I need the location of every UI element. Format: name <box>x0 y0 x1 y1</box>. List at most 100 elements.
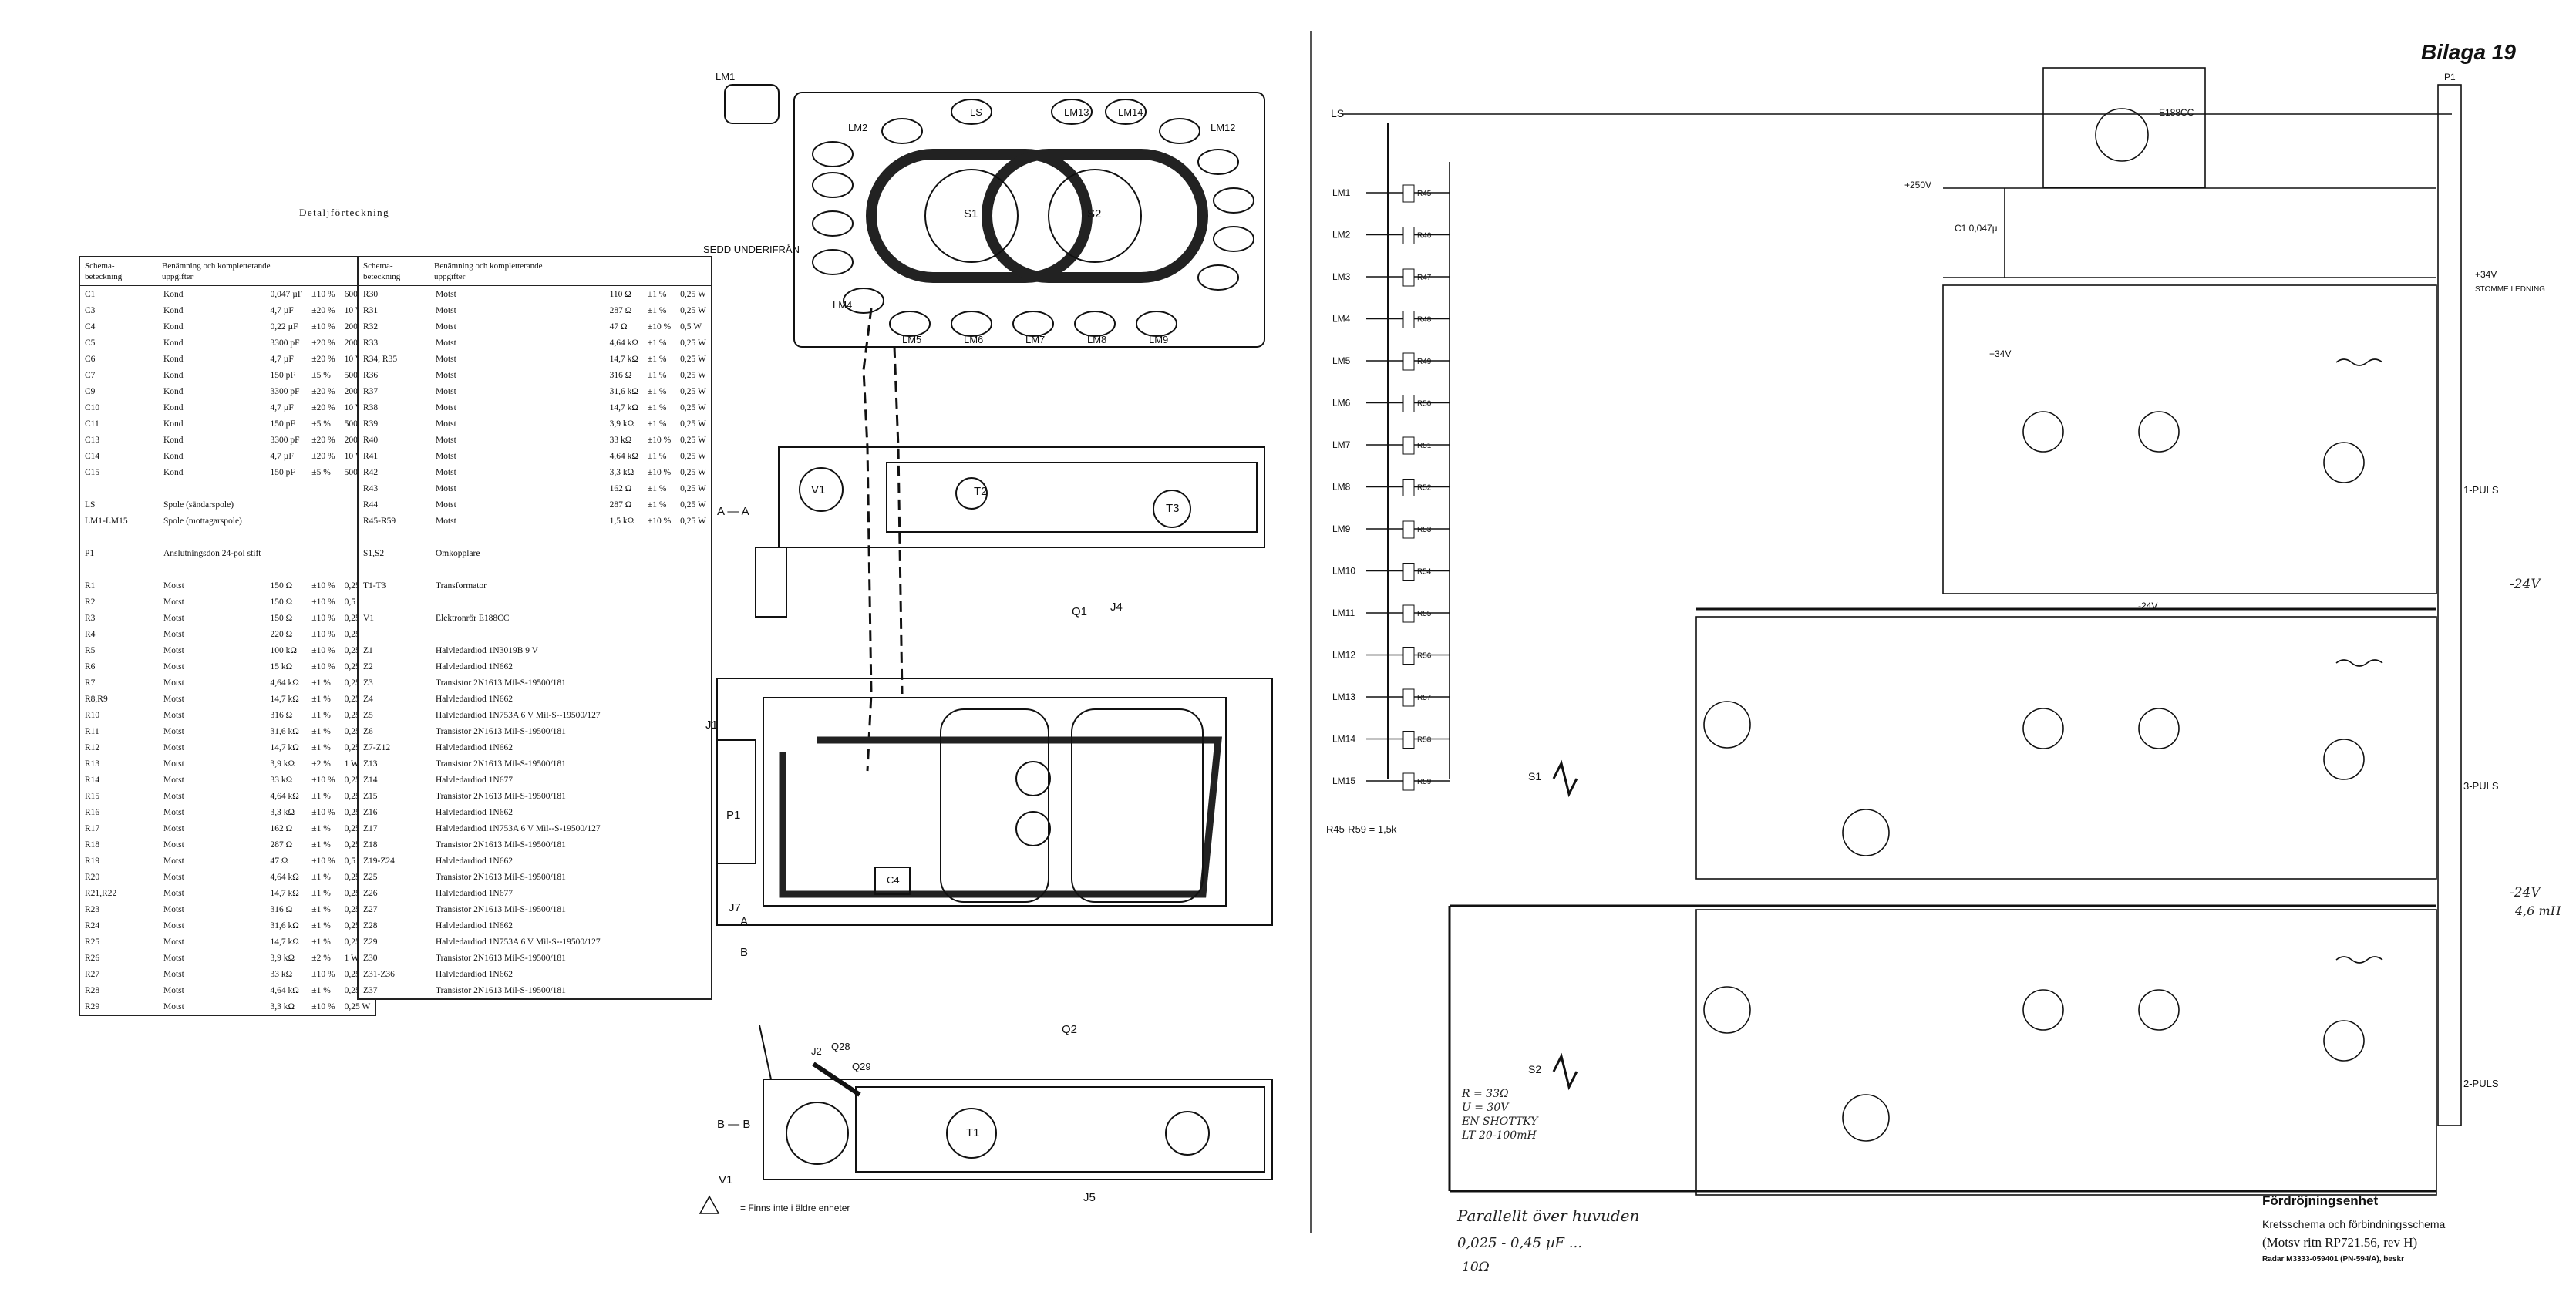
designation-cell: R3 <box>85 613 96 623</box>
coil-loop-s2 <box>982 149 1208 283</box>
rating-cell: 0,25 W <box>680 338 706 348</box>
sch-output-2: 2-PULS <box>2463 1078 2499 1089</box>
value-cell: 287 Ω <box>609 305 632 315</box>
label-p1: P1 <box>726 809 740 822</box>
lm-label: LM14 <box>1332 734 1355 745</box>
designation-cell: R25 <box>85 937 100 947</box>
value-cell: 14,7 kΩ <box>609 402 638 412</box>
designation-cell: Z27 <box>363 904 378 914</box>
type-cell: Halvledardiod 1N753A 6 V Mil--S-19500/12… <box>436 823 601 833</box>
value-cell: 14,7 kΩ <box>270 937 299 947</box>
rating-cell: 0,25 W <box>680 419 706 429</box>
type-cell: Motst <box>436 321 456 331</box>
type-cell: Motst <box>163 969 184 979</box>
designation-cell: R1 <box>85 581 96 591</box>
type-cell: Motst <box>163 856 184 866</box>
designation-cell: Z29 <box>363 937 378 947</box>
resistor-label: R52 <box>1417 484 1432 493</box>
lm-label: LM3 <box>1332 271 1351 282</box>
tolerance-cell: ±20 % <box>311 386 335 396</box>
label-lm7: LM7 <box>1025 334 1045 345</box>
tolerance-cell: ±1 % <box>647 289 667 299</box>
type-cell: Motst <box>163 985 184 995</box>
label-lm5: LM5 <box>902 334 921 345</box>
handwritten-minus24-1: -24V <box>2510 577 2541 592</box>
tolerance-cell: ±1 % <box>647 402 667 412</box>
label-sec-bb: B — B <box>717 1118 750 1131</box>
rating-cell: 0,25 W <box>680 483 706 493</box>
type-cell: Motst <box>163 629 184 639</box>
lm-label: LM4 <box>1332 314 1351 325</box>
designation-cell: R13 <box>85 759 100 769</box>
designation-cell: Z26 <box>363 888 378 898</box>
designation-cell: R2 <box>85 597 96 607</box>
designation-cell: T1-T3 <box>363 581 386 591</box>
coil-loop-s1 <box>866 149 1093 283</box>
type-cell: Motst <box>163 920 184 931</box>
designation-cell: C1 <box>85 289 96 299</box>
type-cell: Transistor 2N1613 Mil-S-19500/181 <box>436 872 566 882</box>
note-triangle-icon <box>699 1195 720 1214</box>
schematic <box>1342 67 2462 1196</box>
tolerance-cell: ±1 % <box>311 872 331 882</box>
designation-cell: R18 <box>85 840 100 850</box>
rating-cell: 0,25 W <box>680 289 706 299</box>
connector-p1 <box>716 739 756 864</box>
type-cell: Transformator <box>436 581 487 591</box>
sch-plus34: +34V <box>1989 348 2011 359</box>
rotary-switches <box>1703 701 1890 1142</box>
resistor-label: R56 <box>1417 652 1432 661</box>
type-cell: Omkopplare <box>436 548 480 558</box>
label-lm4: LM4 <box>833 299 852 311</box>
assembly-labels: LM1 LS LM13 LM14 LM2 LM12 S1 S2 SEDD UND… <box>703 71 1236 1204</box>
label-q2: Q2 <box>1062 1023 1077 1036</box>
tolerance-cell: ±20 % <box>311 451 335 461</box>
resistor-label: R54 <box>1417 568 1432 577</box>
col-designation: Schema- beteckning <box>358 257 429 286</box>
sch-terminal-stomme: STOMME LEDNING <box>2475 285 2545 294</box>
label-b: B <box>740 946 748 959</box>
subtitle: Kretsschema och förbindningsschema <box>2262 1218 2446 1230</box>
type-cell: Elektronrör E188CC <box>436 613 510 623</box>
designation-cell: Z3 <box>363 678 373 688</box>
handwritten-inductance: 4,6 mH <box>2515 904 2561 918</box>
type-cell: Motst <box>436 500 456 510</box>
type-cell: Kond <box>163 289 184 299</box>
section-bb-chassis <box>763 1079 1273 1180</box>
resistor-symbol <box>1402 688 1415 707</box>
type-cell: Motst <box>163 742 184 752</box>
label-t2: T2 <box>974 485 988 498</box>
designation-cell: C9 <box>85 386 96 396</box>
handwritten-minus24-2: -24V <box>2510 885 2541 900</box>
resistor-symbol <box>1402 227 1415 244</box>
label-q1: Q1 <box>1072 605 1087 618</box>
designation-cell: R16 <box>85 807 100 817</box>
value-cell: 14,7 kΩ <box>609 354 638 364</box>
type-cell: Halvledardiod 1N662 <box>436 920 513 931</box>
tolerance-cell: ±20 % <box>311 354 335 364</box>
tolerance-cell: ±10 % <box>311 645 335 655</box>
designation-cell: R10 <box>85 710 100 720</box>
resistor-label: R53 <box>1417 526 1432 534</box>
label-t1: T1 <box>966 1126 980 1139</box>
designation-cell: C7 <box>85 370 96 380</box>
designation-cell: V1 <box>363 613 375 623</box>
label-lm13: LM13 <box>1064 106 1089 118</box>
value-cell: 14,7 kΩ <box>270 888 299 898</box>
resistor-label: R46 <box>1417 232 1432 241</box>
designation-cell: R19 <box>85 856 100 866</box>
title-block: Fördröjningsenhet Kretsschema och förbin… <box>2262 1193 2540 1264</box>
resistor-symbol <box>1402 436 1415 455</box>
value-cell: 3,3 kΩ <box>270 1001 295 1011</box>
sch-input-s1: S1 <box>1528 770 1541 782</box>
